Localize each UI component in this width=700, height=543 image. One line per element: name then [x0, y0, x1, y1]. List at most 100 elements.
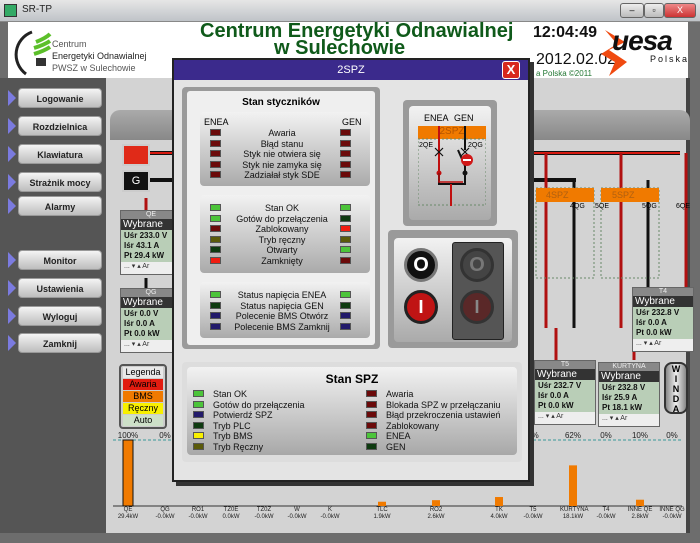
maximize-button[interactable]: ▫ [644, 3, 664, 18]
spz-led [366, 442, 377, 450]
bar-label: TZ0Z-0.0kW [248, 507, 280, 521]
nav-button-monitor[interactable]: Monitor [18, 250, 102, 270]
power-value: 0.0 [548, 401, 560, 410]
current-value: 0.0 [648, 318, 660, 327]
unit: V [673, 308, 680, 317]
generator-icon[interactable]: G [122, 170, 150, 192]
power-meter[interactable]: QG Wybrane Uśr 0.0 V Iśr 0.0 A Pt 0.0 kW… [120, 288, 182, 353]
value-label: -0.0kW [287, 514, 307, 520]
value-label: 2.8kW [631, 514, 649, 520]
current-value: 25.9 [614, 393, 630, 402]
open-button[interactable]: O [404, 248, 438, 282]
percent-label: 0% [527, 431, 539, 440]
bar-label: K-0.0kW [314, 507, 346, 521]
grid-source-icon[interactable] [122, 144, 150, 166]
unit: V [639, 383, 646, 392]
nav-button-klawiatura[interactable]: Klawiatura [18, 144, 102, 164]
spz4-label: 4SPZ [546, 190, 569, 200]
power-value: 18.1 [612, 403, 628, 412]
category-label: TZ0E [223, 507, 239, 513]
contactor-status-label: Tryb ręczny [258, 234, 306, 245]
nav-button-logowanie[interactable]: Logowanie [18, 88, 102, 108]
dialog-close-button[interactable]: X [502, 61, 520, 79]
nav-indicator-icon [8, 90, 16, 106]
contactor-status-label: Awaria [268, 128, 296, 138]
clock: 12:04:49 [533, 24, 598, 41]
unit: A [149, 319, 155, 328]
spz-led [193, 390, 204, 397]
power-meter[interactable]: T4 Wybrane Uśr 232.8 V Iśr 0.0 A Pt 0.0 … [632, 287, 694, 352]
category-label: RO1 [191, 507, 205, 513]
schematic-enea-label: ENEA [424, 113, 449, 123]
meter-nav-buttons[interactable]: ... ▾ ▴ Ar [121, 340, 181, 352]
power-value: 29.4 [134, 251, 150, 260]
legend-item: Awaria [123, 379, 163, 390]
percent-label: 62% [564, 431, 581, 440]
power-meter[interactable]: QE Wybrane Uśr 233.0 V Iśr 43.1 A Pt 29.… [120, 210, 182, 275]
u-label: Uśr [538, 381, 552, 390]
power-value: 0.0 [646, 328, 658, 337]
i-label: Iśr [636, 318, 646, 327]
i-label: Iśr [602, 393, 612, 402]
nav-button-alarmy[interactable]: Alarmy [18, 196, 102, 216]
contactor-status-label: Polecenie BMS Otwórz [235, 311, 329, 321]
current-value: 0.0 [136, 319, 148, 328]
spz-led [193, 442, 204, 450]
open-button-label: O [469, 253, 485, 276]
schematic-qe-label: 2QE [419, 142, 434, 149]
schematic-spz-label: 2SPZ [418, 126, 486, 139]
meter-nav-buttons[interactable]: ... ▾ ▴ Ar [599, 414, 659, 426]
meter-mode: Wybrane [599, 371, 659, 382]
p-label: Pt [602, 403, 610, 412]
nav-indicator-icon [8, 146, 16, 162]
category-label: QE [123, 507, 133, 513]
i-label: Iśr [124, 241, 134, 250]
meter-nav-buttons[interactable]: ... ▾ ▴ Ar [121, 262, 181, 274]
open-button-disabled: O [460, 248, 494, 282]
minimize-button[interactable]: – [620, 3, 644, 18]
u-label: Uśr [602, 383, 616, 392]
meter-nav-buttons[interactable]: ... ▾ ▴ Ar [633, 339, 693, 351]
unit: V [575, 381, 582, 390]
nav-indicator-icon [8, 174, 16, 190]
meter-name: T5 [535, 361, 595, 369]
enea-led [210, 129, 221, 136]
gen-led [340, 246, 351, 253]
spz-led [366, 390, 377, 397]
close-contact-button[interactable]: I [404, 290, 438, 324]
category-label: INNE QE [627, 507, 653, 513]
nav-button-ustawienia[interactable]: Ustawienia [18, 278, 102, 298]
spz-status-label: Potwierdź SPZ [213, 410, 273, 420]
enea-led [210, 301, 221, 309]
category-label: RO2 [429, 507, 443, 513]
breaker-label: 4QG [570, 203, 585, 210]
current-value: 43.1 [136, 241, 152, 250]
nav-button-zamknij[interactable]: Zamknij [18, 333, 102, 353]
percent-label: 0% [666, 431, 678, 440]
contactor-status-label: Gotów do przełączenia [236, 213, 328, 224]
contactor-status-label: Otwarty [266, 245, 298, 255]
p-label: Pt [538, 401, 546, 410]
nav-indicator-icon [8, 308, 16, 324]
legend-title: Legenda [123, 367, 163, 378]
unit: V [152, 309, 159, 318]
value-label: 1.9kW [373, 514, 391, 520]
category-label: T5 [529, 507, 537, 513]
power-meter[interactable]: T5 Wybrane Uśr 232.7 V Iśr 0.0 A Pt 0.0 … [534, 360, 596, 425]
nav-button-stranikmocy[interactable]: Strażnik mocy [18, 172, 102, 192]
contactor-status-label: Styk nie zamyka się [242, 159, 322, 170]
meter-mode: Wybrane [121, 219, 181, 230]
i-label: Iśr [538, 391, 548, 400]
close-window-button[interactable]: X [664, 3, 696, 18]
close-button-disabled: I [460, 290, 494, 324]
nav-button-wyloguj[interactable]: Wyloguj [18, 306, 102, 326]
page-title: Centrum Energetyki Odnawialnej [200, 20, 514, 42]
u-label: Uśr [124, 231, 138, 240]
winda-button[interactable]: WINDA [664, 362, 688, 414]
power-meter[interactable]: KURTYNA Wybrane Uśr 232.8 V Iśr 25.9 A P… [598, 362, 660, 427]
unit: A [153, 241, 160, 250]
meter-nav-buttons[interactable]: ... ▾ ▴ Ar [535, 412, 595, 424]
nav-button-rozdzielnica[interactable]: Rozdzielnica [18, 116, 102, 136]
enea-led [210, 171, 221, 178]
